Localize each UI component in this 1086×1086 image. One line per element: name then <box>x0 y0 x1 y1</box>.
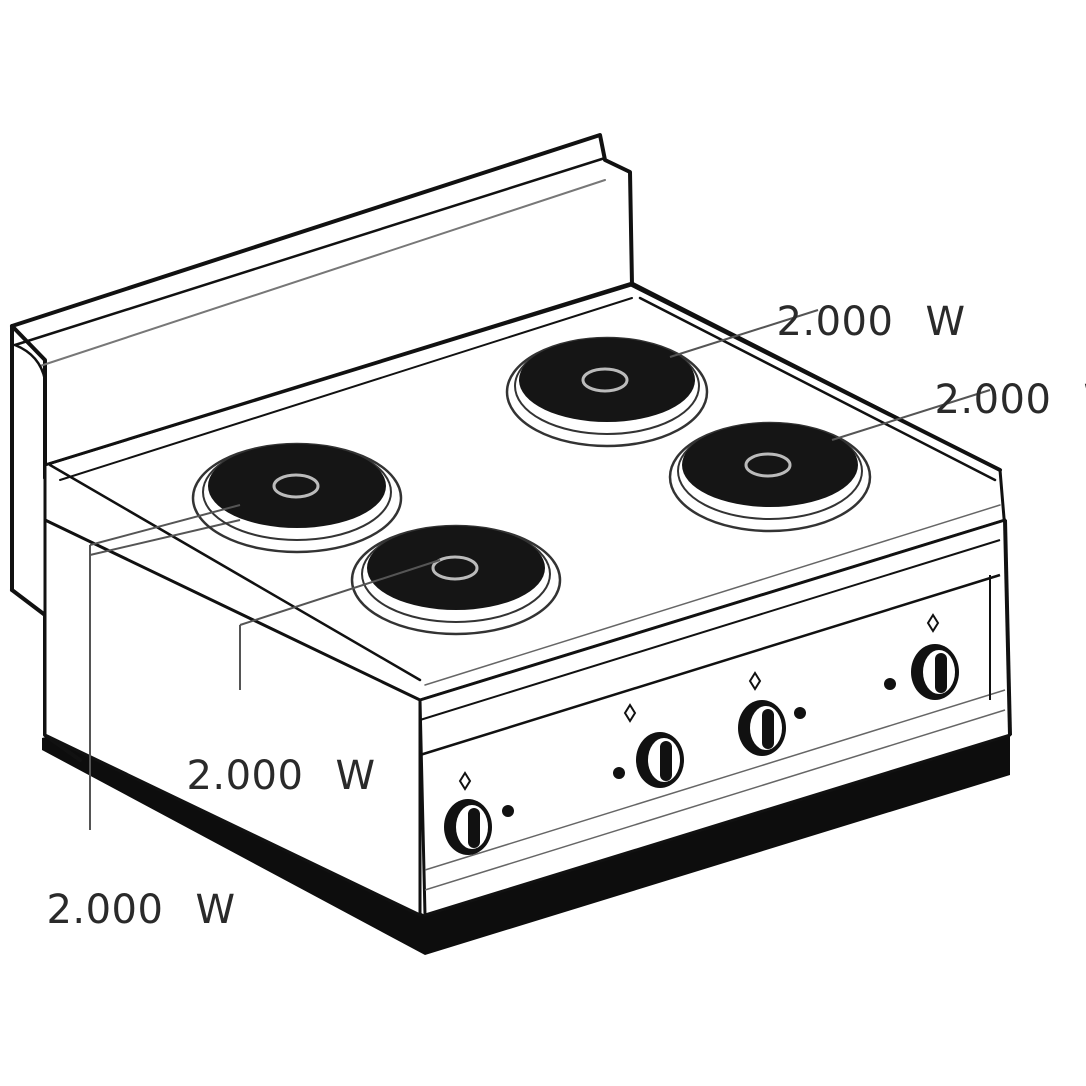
power-label-right: 2.000 W <box>908 340 1086 420</box>
power-unit: W <box>195 887 236 933</box>
hotplate-rear-left <box>191 442 403 554</box>
power-value: 2.000 <box>186 753 304 799</box>
base-shadow <box>42 728 1010 955</box>
power-label-rear-right-center: 2.000 W <box>750 262 966 342</box>
power-label-rear-left: 2.000 W <box>20 850 236 930</box>
hotplate-front-left-center <box>350 524 562 636</box>
control-panel <box>418 518 1012 917</box>
knob-2[interactable] <box>613 703 684 788</box>
hotplates <box>191 336 872 636</box>
power-value: 2.000 <box>934 377 1052 423</box>
hotplate-rear-right-center <box>505 336 709 448</box>
backsplash <box>10 133 634 762</box>
power-unit: W <box>335 753 376 799</box>
knob-3[interactable] <box>738 671 806 756</box>
power-label-front-left-center: 2.000 W <box>160 716 376 796</box>
power-value: 2.000 <box>776 299 894 345</box>
power-value: 2.000 <box>46 887 164 933</box>
knob-1[interactable] <box>444 771 514 855</box>
power-unit: W <box>925 299 966 345</box>
power-unit: W <box>1083 377 1086 423</box>
knob-4[interactable] <box>884 613 959 700</box>
knobs <box>444 613 959 855</box>
leader-lines <box>89 309 991 830</box>
cooktop-surface <box>43 281 1007 717</box>
hotplate-right <box>668 421 872 533</box>
